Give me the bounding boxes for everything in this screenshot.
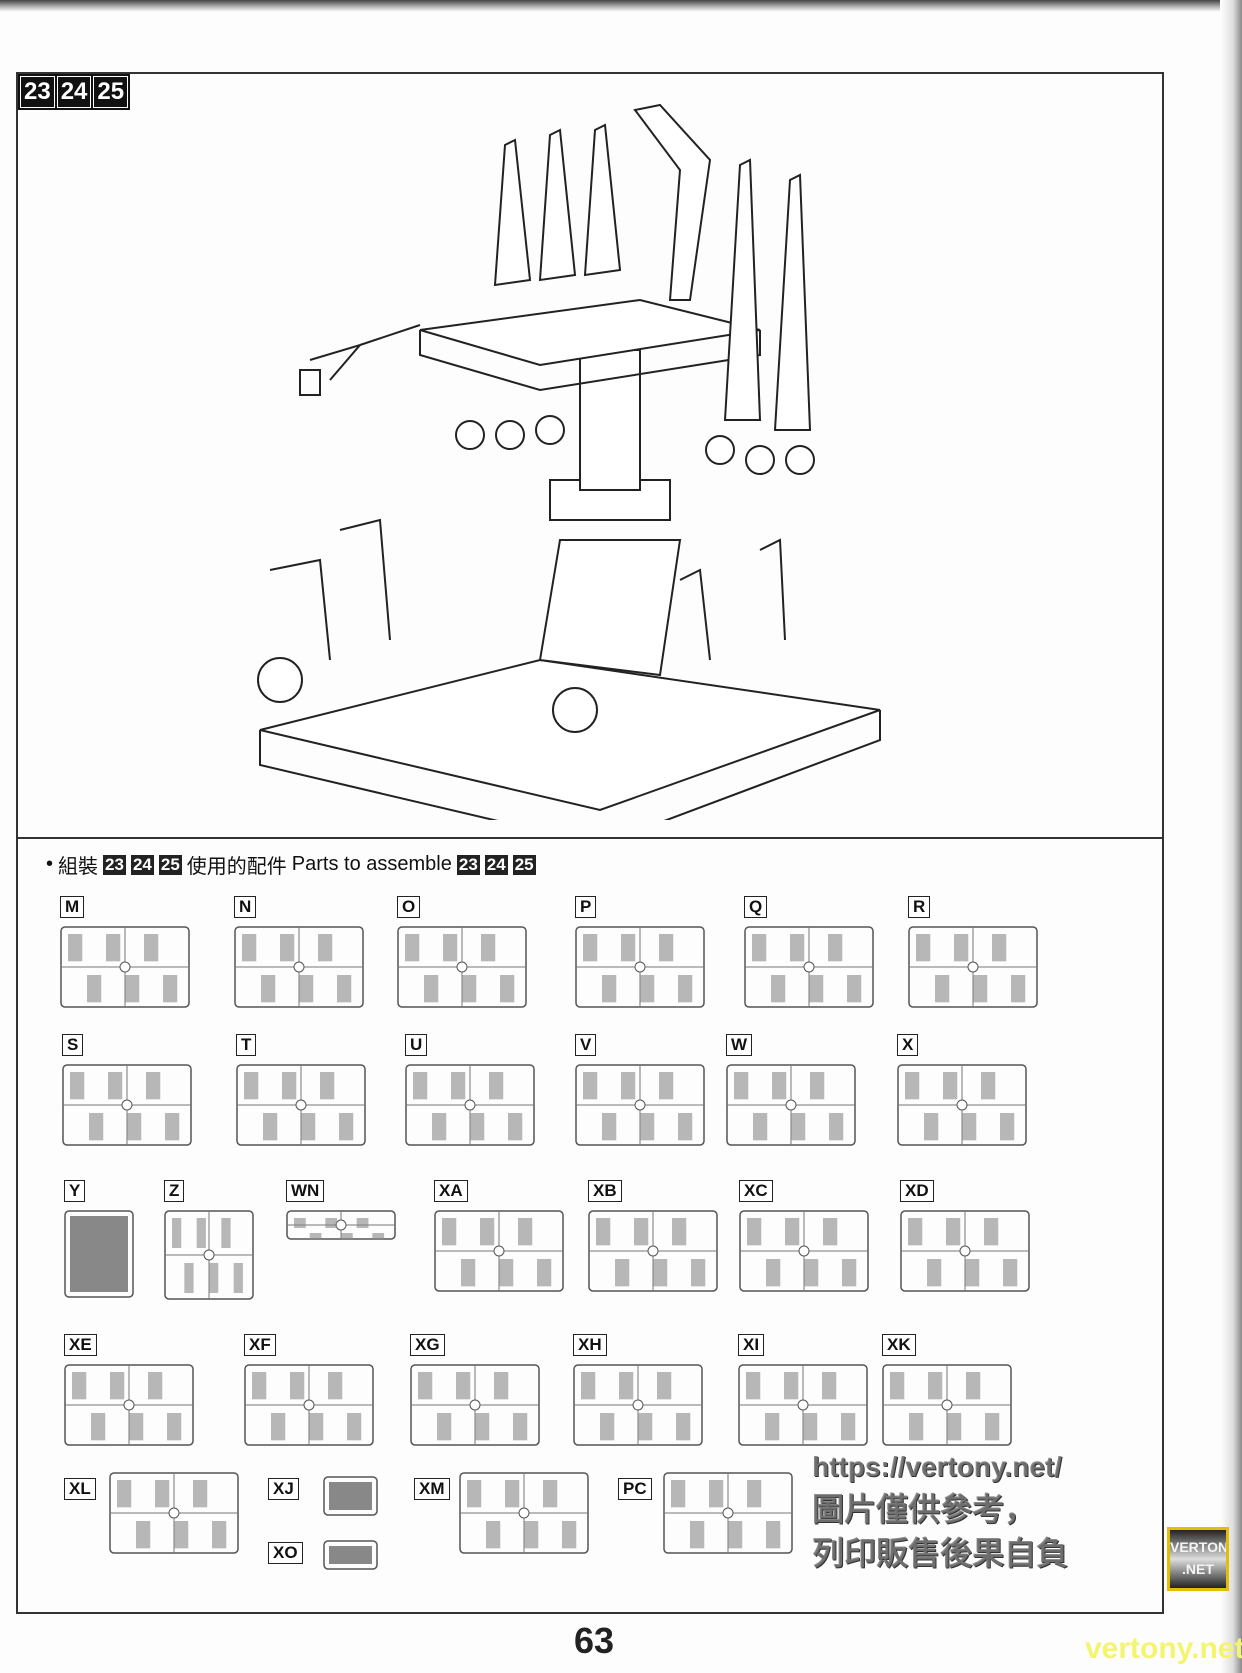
part-label-xj: XJ xyxy=(268,1478,299,1500)
runner-xl-diagram xyxy=(109,1472,239,1554)
runner-xe-diagram xyxy=(64,1364,194,1446)
step-numbers: 23 24 25 xyxy=(18,74,131,110)
step-tag: 23 xyxy=(456,854,480,875)
runner-xc-diagram xyxy=(739,1210,869,1292)
step-number: 25 xyxy=(91,74,131,110)
runner-m-diagram xyxy=(60,926,190,1008)
runner-n-diagram xyxy=(234,926,364,1008)
runner-w-diagram xyxy=(726,1064,856,1146)
heading-en: Parts to assemble xyxy=(291,853,452,875)
runner-v-diagram xyxy=(575,1064,705,1146)
runner-xg-diagram xyxy=(410,1364,540,1446)
heading-cn-suffix: 使用的配件 xyxy=(186,856,287,878)
bullet: • xyxy=(46,853,54,875)
part-label-xa: XA xyxy=(434,1180,468,1202)
part-label-xh: XH xyxy=(573,1334,607,1356)
runner-xo-diagram xyxy=(323,1540,378,1570)
step-tag: 25 xyxy=(158,854,182,875)
step-tag: 23 xyxy=(103,854,126,875)
part-label-m: M xyxy=(60,896,85,918)
part-label-xi: XI xyxy=(738,1334,765,1356)
part-label-y: Y xyxy=(64,1180,86,1202)
part-label-xb: XB xyxy=(588,1180,622,1202)
page-frame xyxy=(16,72,1164,1614)
runner-x-diagram xyxy=(897,1064,1027,1146)
runner-xh-diagram xyxy=(573,1364,703,1446)
watermark-line1: 圖片僅供參考， xyxy=(812,1491,1037,1527)
part-label-q: Q xyxy=(744,896,768,918)
part-label-xo: XO xyxy=(268,1542,303,1564)
part-label-n: N xyxy=(234,896,257,918)
runner-xm-diagram xyxy=(459,1472,589,1554)
part-label-xg: XG xyxy=(410,1334,445,1356)
scan-edge xyxy=(0,0,1242,12)
vertony-badge: VERTONY .NET xyxy=(1167,1527,1229,1591)
step-tag: 24 xyxy=(484,854,508,875)
step-tag: 25 xyxy=(512,854,536,875)
part-label-u: U xyxy=(405,1034,428,1056)
runner-s-diagram xyxy=(62,1064,192,1146)
part-label-t: T xyxy=(236,1034,257,1056)
section-divider xyxy=(16,837,1164,839)
runner-q-diagram xyxy=(744,926,874,1008)
runner-o-diagram xyxy=(397,926,527,1008)
scan-edge xyxy=(1220,0,1242,1673)
runner-p-diagram xyxy=(575,926,705,1008)
part-label-p: P xyxy=(575,896,597,918)
runner-xa-diagram xyxy=(434,1210,564,1292)
runner-y-diagram xyxy=(64,1210,134,1298)
watermark-line2: 列印販售後果自負 xyxy=(812,1535,1069,1571)
part-label-pc: PC xyxy=(618,1478,652,1500)
runner-xb-diagram xyxy=(588,1210,718,1292)
watermark-url: https://vertony.net/ xyxy=(812,1451,1062,1482)
runner-xf-diagram xyxy=(244,1364,374,1446)
runner-u-diagram xyxy=(405,1064,535,1146)
part-label-xf: XF xyxy=(244,1334,276,1356)
part-label-r: R xyxy=(908,896,931,918)
runner-xk-diagram xyxy=(882,1364,1012,1446)
part-label-xl: XL xyxy=(64,1478,96,1500)
part-label-xc: XC xyxy=(739,1180,773,1202)
badge-text: VERTONY xyxy=(1170,1539,1229,1555)
runner-xi-diagram xyxy=(738,1364,868,1446)
part-label-o: O xyxy=(397,896,421,918)
page-number: 63 xyxy=(574,1620,615,1661)
part-label-xd: XD xyxy=(900,1180,934,1202)
badge-text: .NET xyxy=(1182,1561,1214,1577)
runner-wn-diagram xyxy=(286,1210,396,1240)
part-label-xm: XM xyxy=(414,1478,450,1500)
step-number: 24 xyxy=(54,74,94,110)
runner-xd-diagram xyxy=(900,1210,1030,1292)
hangar-assembly-illustration xyxy=(257,103,881,820)
runner-xj-diagram xyxy=(323,1476,378,1516)
part-label-xk: XK xyxy=(882,1334,916,1356)
step-tag: 24 xyxy=(130,854,154,875)
part-label-z: Z xyxy=(164,1180,185,1202)
runner-pc-diagram xyxy=(663,1472,793,1554)
part-label-w: W xyxy=(726,1034,753,1056)
part-label-xe: XE xyxy=(64,1334,97,1356)
part-label-x: X xyxy=(897,1034,919,1056)
runner-t-diagram xyxy=(236,1064,366,1146)
heading-cn-prefix: 組裝 xyxy=(58,856,99,878)
part-label-v: V xyxy=(575,1034,597,1056)
footer-watermark: vertony.net xyxy=(1085,1632,1242,1665)
step-number: 23 xyxy=(18,74,57,110)
part-label-wn: WN xyxy=(286,1180,325,1202)
part-label-s: S xyxy=(62,1034,84,1056)
runner-z-diagram xyxy=(164,1210,254,1300)
runner-r-diagram xyxy=(908,926,1038,1008)
